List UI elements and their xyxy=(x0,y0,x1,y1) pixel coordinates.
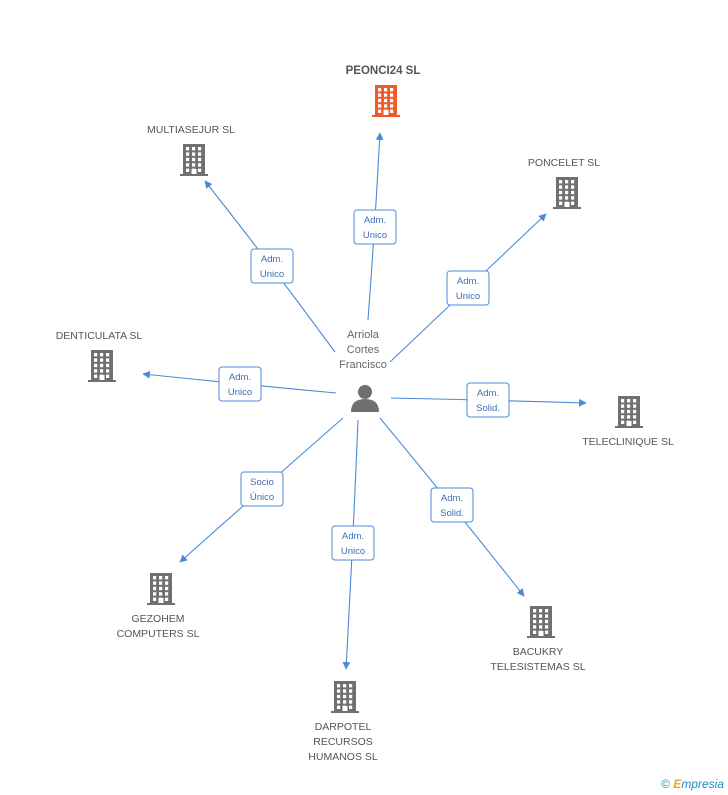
company-node-darpotel[interactable]: DARPOTEL RECURSOS HUMANOS SL xyxy=(308,681,378,763)
company-name[interactable]: TELECLINIQUE SL xyxy=(582,436,674,448)
building-icon[interactable] xyxy=(615,396,643,428)
edge-peonci24: Adm. Unico xyxy=(353,132,397,321)
edge-role-text: Adm. xyxy=(477,388,499,399)
edge-role-label[interactable]: Adm. Unico xyxy=(331,525,375,561)
edge-role-text: Único xyxy=(250,492,274,503)
company-name[interactable]: RECURSOS xyxy=(313,736,373,748)
edge-role-text: Adm. xyxy=(229,372,251,383)
company-name[interactable]: GEZOHEM xyxy=(131,613,184,625)
building-icon[interactable] xyxy=(527,606,555,638)
edge-role-text: Adm. xyxy=(441,493,463,504)
company-node-gezohem[interactable]: GEZOHEM COMPUTERS SL xyxy=(117,573,200,640)
person-name[interactable]: Arriola xyxy=(347,329,380,341)
edge-multiasejur: Adm. Unico xyxy=(204,180,336,353)
building-icon[interactable] xyxy=(88,350,116,382)
edge-role-label[interactable]: Adm. Unico xyxy=(218,366,262,402)
company-name[interactable]: PONCELET SL xyxy=(528,157,600,169)
edge-role-label[interactable]: Adm. Unico xyxy=(446,270,490,306)
edge-role-text: Socio xyxy=(250,477,274,488)
edge-role-text: Adm. xyxy=(364,215,386,226)
building-icon[interactable] xyxy=(553,177,581,209)
person-icon[interactable] xyxy=(351,385,379,412)
company-node-bacukry[interactable]: BACUKRY TELESISTEMAS SL xyxy=(490,606,586,673)
person-name[interactable]: Francisco xyxy=(339,359,387,371)
brand-initial: E xyxy=(673,777,682,791)
edge-role-label[interactable]: Adm. Unico xyxy=(353,209,397,245)
building-icon[interactable] xyxy=(372,85,400,117)
company-name[interactable]: HUMANOS SL xyxy=(308,751,378,763)
brand-rest: mpresia xyxy=(681,777,724,791)
company-node-multiasejur[interactable]: MULTIASEJUR SL xyxy=(147,124,235,176)
company-name[interactable]: TELESISTEMAS SL xyxy=(490,661,585,673)
building-icon[interactable] xyxy=(331,681,359,713)
edge-role-text: Adm. xyxy=(342,531,364,542)
building-icon[interactable] xyxy=(147,573,175,605)
edge-role-text: Unico xyxy=(456,291,480,302)
edge-role-text: Adm. xyxy=(261,254,283,265)
edge-role-label[interactable]: Adm. Solid. xyxy=(430,487,474,523)
copyright-symbol: © xyxy=(661,777,670,791)
edge-role-label[interactable]: Adm. Solid. xyxy=(466,382,510,418)
edge-role-label[interactable]: Adm. Unico xyxy=(250,248,294,284)
edge-denticulata: Adm. Unico xyxy=(142,366,337,402)
edge-role-text: Unico xyxy=(341,546,365,557)
edge-bacukry: Adm. Solid. xyxy=(379,417,525,597)
company-name[interactable]: DENTICULATA SL xyxy=(56,330,143,342)
building-icon[interactable] xyxy=(180,144,208,176)
company-node-poncelet[interactable]: PONCELET SL xyxy=(528,157,600,209)
company-name[interactable]: COMPUTERS SL xyxy=(117,628,200,640)
nodes-layer: PEONCI24 SL MULTIASEJUR SL PONCELET SL DENT… xyxy=(56,65,674,763)
person-name[interactable]: Cortes xyxy=(347,344,380,356)
company-node-denticulata[interactable]: DENTICULATA SL xyxy=(56,330,143,382)
company-name[interactable]: PEONCI24 SL xyxy=(346,65,421,77)
company-node-peonci24[interactable]: PEONCI24 SL xyxy=(346,65,421,117)
company-name[interactable]: MULTIASEJUR SL xyxy=(147,124,235,136)
company-node-teleclinique[interactable]: TELECLINIQUE SL xyxy=(582,396,674,448)
edge-role-text: Unico xyxy=(228,387,252,398)
edge-role-text: Adm. xyxy=(457,276,479,287)
edge-poncelet: Adm. Unico xyxy=(389,213,547,363)
edge-role-text: Solid. xyxy=(476,403,500,414)
edge-role-text: Unico xyxy=(260,269,284,280)
edge-role-text: Solid. xyxy=(440,508,464,519)
edge-teleclinique: Adm. Solid. xyxy=(390,382,587,418)
edge-role-text: Unico xyxy=(363,230,387,241)
company-name[interactable]: BACUKRY xyxy=(513,646,564,658)
edge-darpotel: Adm. Unico xyxy=(331,419,375,670)
empresia-watermark: © Empresia xyxy=(661,777,724,791)
company-name[interactable]: DARPOTEL xyxy=(315,721,372,733)
